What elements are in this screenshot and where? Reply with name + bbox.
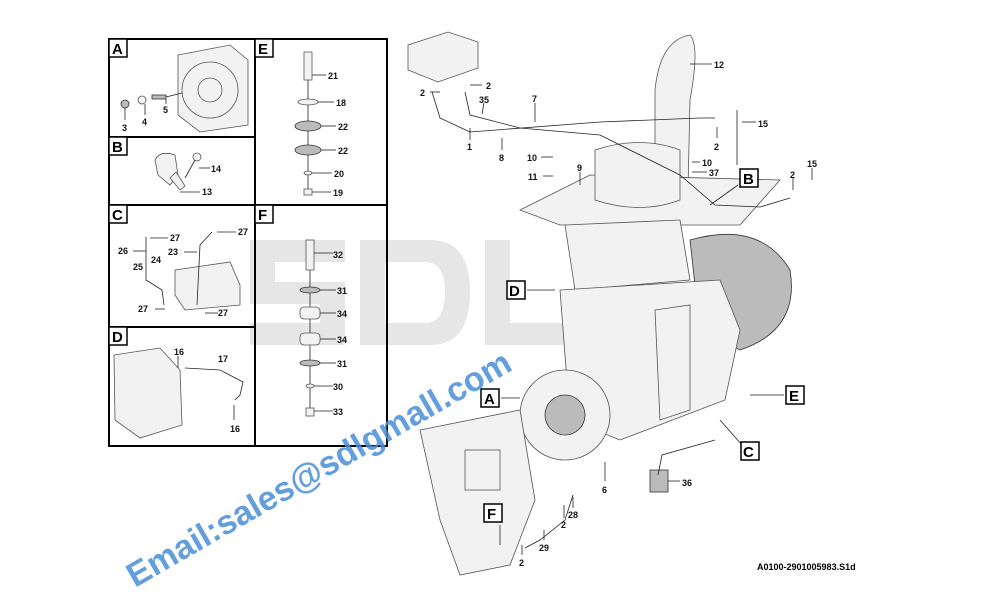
panel-b-clamp: 14 13 bbox=[154, 152, 221, 197]
svg-text:27: 27 bbox=[218, 308, 228, 318]
svg-text:24: 24 bbox=[151, 255, 161, 265]
svg-text:12: 12 bbox=[714, 60, 724, 70]
panel-d-tag: D bbox=[108, 326, 128, 346]
svg-text:4: 4 bbox=[142, 117, 147, 127]
svg-text:9: 9 bbox=[577, 163, 582, 173]
svg-text:31: 31 bbox=[337, 359, 347, 369]
svg-text:16: 16 bbox=[174, 347, 184, 357]
svg-text:2: 2 bbox=[561, 520, 566, 530]
panel-b-tag: B bbox=[108, 136, 128, 156]
svg-text:14: 14 bbox=[211, 164, 221, 174]
svg-text:8: 8 bbox=[499, 153, 504, 163]
main-engine-assembly bbox=[407, 31, 792, 576]
svg-text:3: 3 bbox=[122, 123, 127, 133]
svg-text:35: 35 bbox=[479, 95, 489, 105]
svg-text:22: 22 bbox=[338, 146, 348, 156]
svg-text:19: 19 bbox=[333, 188, 343, 198]
svg-text:20: 20 bbox=[334, 169, 344, 179]
svg-text:15: 15 bbox=[807, 159, 817, 169]
svg-text:22: 22 bbox=[338, 122, 348, 132]
svg-text:28: 28 bbox=[568, 510, 578, 520]
svg-text:D: D bbox=[509, 283, 520, 300]
panel-c-tank: 27 26 23 25 24 27 27 27 bbox=[118, 227, 248, 318]
svg-text:A: A bbox=[484, 391, 495, 408]
svg-text:21: 21 bbox=[328, 71, 338, 81]
svg-text:D: D bbox=[112, 329, 123, 346]
svg-text:27: 27 bbox=[238, 227, 248, 237]
svg-text:2: 2 bbox=[714, 142, 719, 152]
svg-text:32: 32 bbox=[333, 250, 343, 260]
main-callout-tags: B D A E C F bbox=[480, 168, 805, 523]
svg-text:C: C bbox=[112, 207, 123, 224]
svg-text:11: 11 bbox=[528, 172, 538, 182]
svg-text:34: 34 bbox=[337, 335, 347, 345]
svg-text:17: 17 bbox=[218, 354, 228, 364]
svg-text:23: 23 bbox=[168, 247, 178, 257]
svg-text:25: 25 bbox=[133, 262, 143, 272]
svg-text:27: 27 bbox=[138, 304, 148, 314]
svg-text:E: E bbox=[789, 388, 799, 405]
svg-text:15: 15 bbox=[758, 119, 768, 129]
main-part-labels: 12 2 2 35 7 1 8 15 2 10 11 9 10 37 15 2 … bbox=[420, 60, 817, 568]
svg-text:C: C bbox=[743, 444, 754, 461]
detail-panels: A B C D E F bbox=[108, 38, 388, 447]
panel-c-tag: C bbox=[108, 204, 128, 224]
svg-text:27: 27 bbox=[170, 233, 180, 243]
svg-text:30: 30 bbox=[333, 382, 343, 392]
panel-e-mount: 21 18 22 22 20 19 bbox=[294, 51, 348, 198]
svg-text:A: A bbox=[112, 41, 123, 58]
svg-text:2: 2 bbox=[420, 88, 425, 98]
svg-text:B: B bbox=[743, 171, 754, 188]
svg-text:33: 33 bbox=[333, 407, 343, 417]
panel-a-tag: A bbox=[108, 38, 128, 58]
svg-text:10: 10 bbox=[702, 158, 712, 168]
panel-f-mount: 32 31 34 34 31 30 33 bbox=[299, 239, 347, 417]
svg-text:5: 5 bbox=[163, 105, 168, 115]
svg-text:E: E bbox=[258, 41, 268, 58]
panel-e-tag: E bbox=[254, 38, 274, 58]
svg-text:B: B bbox=[112, 139, 123, 156]
svg-text:36: 36 bbox=[682, 478, 692, 488]
svg-text:F: F bbox=[487, 506, 496, 523]
svg-text:37: 37 bbox=[709, 168, 719, 178]
svg-text:13: 13 bbox=[202, 187, 212, 197]
svg-text:F: F bbox=[258, 207, 267, 224]
svg-text:2: 2 bbox=[486, 81, 491, 91]
svg-text:10: 10 bbox=[527, 153, 537, 163]
svg-text:29: 29 bbox=[539, 543, 549, 553]
svg-text:31: 31 bbox=[337, 286, 347, 296]
panel-a-flywheel-housing: 3 4 5 bbox=[120, 44, 249, 133]
drawing-number: A0100-2901005983.S1d bbox=[757, 562, 856, 572]
panel-d-engine-line: 16 17 16 bbox=[113, 347, 244, 439]
svg-text:26: 26 bbox=[118, 246, 128, 256]
svg-text:34: 34 bbox=[337, 309, 347, 319]
main-leader-lines bbox=[430, 63, 813, 555]
panel-f-tag: F bbox=[254, 204, 274, 224]
svg-text:2: 2 bbox=[790, 170, 795, 180]
svg-text:1: 1 bbox=[467, 142, 472, 152]
sdl-logo-watermark bbox=[250, 240, 570, 345]
svg-text:7: 7 bbox=[532, 94, 537, 104]
svg-text:2: 2 bbox=[519, 558, 524, 568]
svg-text:16: 16 bbox=[230, 424, 240, 434]
svg-text:18: 18 bbox=[336, 98, 346, 108]
svg-text:6: 6 bbox=[602, 485, 607, 495]
